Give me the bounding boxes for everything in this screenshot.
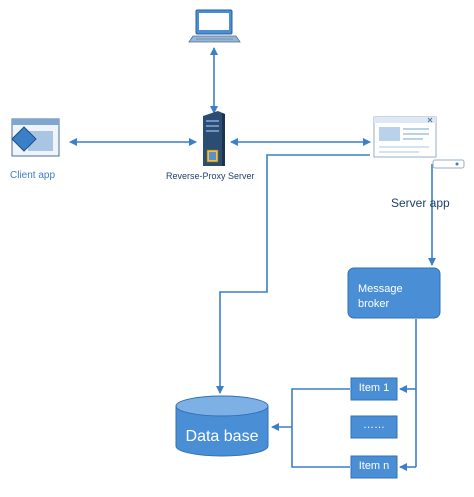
item-1-label: Item 1: [358, 382, 390, 394]
item-ellipsis-box: [350, 415, 398, 439]
item-n-label: Item n: [358, 460, 390, 472]
item-ellipsis-label: ……: [363, 419, 385, 431]
item-1-box: [350, 377, 398, 401]
client-app-window-icon: [11, 118, 60, 157]
database-cylinder: [175, 395, 269, 457]
server-tower-icon: [203, 111, 225, 166]
database-label: Data base: [185, 428, 259, 445]
item-n-box: [350, 455, 398, 479]
client-app-label: Client app: [10, 170, 56, 181]
desktop-computer-icon: [188, 9, 241, 43]
server-app-label: Server app: [391, 196, 450, 210]
reverse-proxy-label: Reverse-Proxy Server: [166, 171, 255, 181]
connectors: [69, 47, 436, 471]
message-broker-label: Message broker: [358, 283, 403, 310]
server-app-window-icon: [373, 116, 465, 169]
items-database-connector: [291, 388, 350, 468]
message-broker-box: [347, 267, 441, 319]
server-database-connector: [216, 154, 370, 394]
